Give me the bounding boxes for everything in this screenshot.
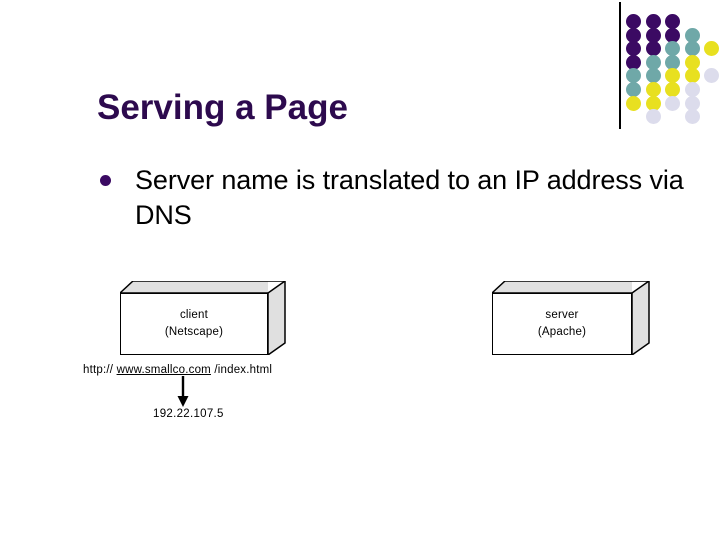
grid-dot-purple (645, 14, 661, 29)
grid-dot-purple (626, 27, 641, 43)
server-box-front-face: server (Apache) (492, 293, 632, 355)
ip-address-label: 192.22.107.5 (153, 408, 224, 420)
bullet-dot-icon (100, 175, 111, 186)
url-scheme: http:// (83, 364, 117, 376)
grid-dot-purple (645, 41, 661, 57)
grid-dot-lavender (704, 68, 719, 84)
grid-dot-yellow (665, 68, 680, 84)
grid-dot-yellow (704, 41, 719, 57)
grid-dot-teal (626, 68, 641, 84)
grid-dot-purple (665, 14, 680, 29)
vertical-divider-rule (619, 2, 621, 129)
client-box: client (Netscape) (120, 281, 286, 355)
grid-dot-teal (626, 82, 641, 97)
grid-dot-yellow (665, 82, 680, 97)
client-box-front-face: client (Netscape) (120, 293, 268, 355)
grid-dot-purple (665, 27, 680, 43)
grid-dot-purple (626, 14, 641, 29)
page-title: Serving a Page (97, 88, 348, 127)
url-label: http:// www.smallco.com /index.html (83, 364, 272, 376)
grid-dot-purple (645, 27, 661, 43)
grid-dot-teal (665, 54, 680, 70)
grid-dot-yellow (645, 82, 661, 97)
grid-dot-purple (626, 41, 641, 57)
server-box-label-secondary: (Apache) (537, 326, 587, 338)
grid-dot-purple (626, 54, 641, 70)
decorative-dot-grid (626, 14, 720, 125)
server-box-top-face (492, 281, 632, 293)
bullet-item-label: Server name is translated to an IP addre… (135, 165, 684, 231)
grid-dot-yellow (684, 68, 700, 84)
grid-dot-lavender (645, 109, 661, 125)
server-box-side-face (632, 281, 649, 355)
grid-dot-teal (665, 41, 680, 57)
url-path: /index.html (210, 364, 273, 376)
client-box-side-face (268, 281, 285, 355)
server-box: server (Apache) (492, 281, 650, 355)
grid-dot-yellow (645, 95, 661, 111)
url-host: www.smallco.com (116, 364, 211, 376)
grid-dot-yellow (626, 95, 641, 111)
grid-dot-lavender (684, 82, 700, 97)
server-box-label-primary: server (545, 309, 579, 322)
grid-dot-yellow (684, 54, 700, 70)
client-box-top-face (120, 281, 268, 293)
down-arrow-icon (177, 376, 189, 407)
client-box-label-primary: client (179, 309, 209, 322)
grid-dot-teal (684, 27, 700, 43)
grid-dot-lavender (684, 109, 700, 125)
grid-dot-lavender (684, 95, 700, 111)
grid-dot-teal (645, 68, 661, 84)
client-box-label-secondary: (Netscape) (164, 326, 224, 338)
bullet-list-item: Server name is translated to an IP addre… (100, 163, 712, 234)
grid-dot-teal (684, 41, 700, 57)
grid-dot-lavender (665, 95, 680, 111)
grid-dot-teal (645, 54, 661, 70)
